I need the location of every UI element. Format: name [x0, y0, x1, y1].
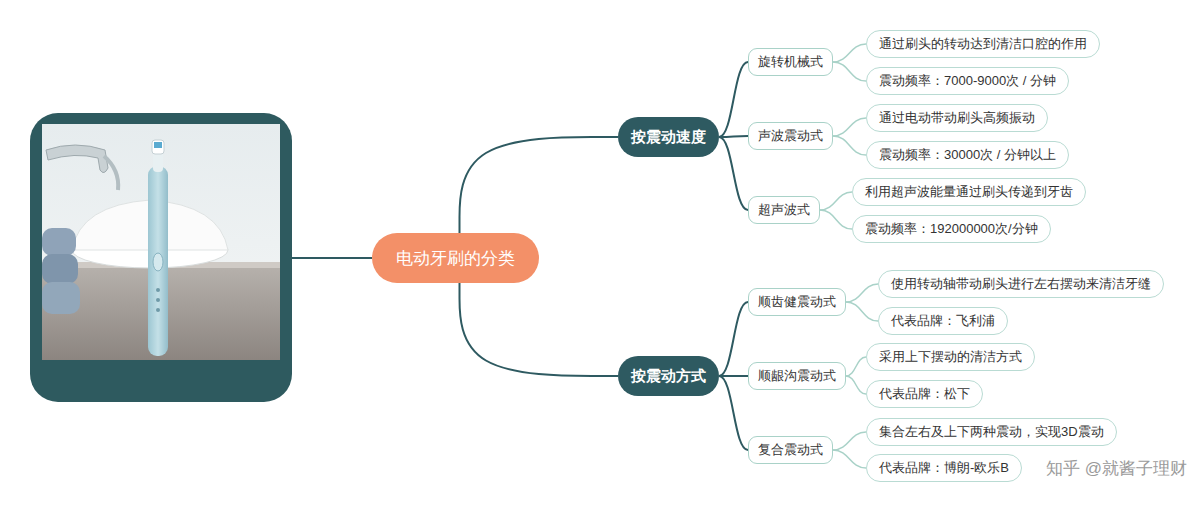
branch-connector	[820, 192, 852, 210]
branch-connector	[846, 357, 866, 376]
branch-connector	[833, 432, 866, 450]
leaf-topic: 震动频率：7000-9000次 / 分钟	[866, 67, 1069, 95]
leaf-topic: 代表品牌：松下	[866, 380, 983, 408]
topic-text: 电动牙刷的分类	[396, 247, 515, 270]
branch-connector	[833, 62, 866, 81]
watermark: 知乎 @就酱子理财	[1046, 457, 1187, 480]
topic-text: 按震动速度	[631, 128, 706, 147]
topic-text: 旋转机械式	[758, 53, 823, 71]
sub-topic: 超声波式	[748, 196, 820, 224]
topic-text: 采用上下摆动的清洁方式	[879, 348, 1022, 366]
leaf-topic: 集合左右及上下两种震动，实现3D震动	[866, 418, 1117, 446]
topic-text: 震动频率：30000次 / 分钟以上	[879, 146, 1056, 164]
topic-text: 复合震动式	[758, 441, 823, 459]
leaf-topic: 代表品牌：博朗-欧乐B	[866, 454, 1022, 482]
leaf-topic: 通过刷头的转动达到清洁口腔的作用	[866, 30, 1100, 58]
branch-connector	[846, 376, 866, 394]
leaf-topic: 使用转动轴带动刷头进行左右摆动来清洁牙缝	[878, 270, 1164, 298]
topic-text: 声波震动式	[758, 127, 823, 145]
leaf-topic: 震动频率：192000000次/分钟	[852, 215, 1051, 243]
sub-topic: 旋转机械式	[748, 48, 833, 76]
topic-text: 代表品牌：飞利浦	[891, 312, 995, 330]
branch-connector	[719, 136, 748, 137]
leaf-topic: 代表品牌：飞利浦	[878, 307, 1008, 335]
topic-text: 代表品牌：博朗-欧乐B	[879, 459, 1009, 477]
leaf-topic: 采用上下摆动的清洁方式	[866, 343, 1035, 371]
branch-topic: 按震动速度	[618, 117, 719, 157]
topic-text: 超声波式	[758, 201, 810, 219]
leaf-topic: 震动频率：30000次 / 分钟以上	[866, 141, 1069, 169]
connector-line	[292, 257, 372, 259]
branch-connector	[820, 210, 852, 229]
topic-text: 使用转动轴带动刷头进行左右摆动来清洁牙缝	[891, 275, 1151, 293]
branch-connector	[833, 136, 866, 155]
branch-connector	[719, 62, 748, 137]
branch-connector	[719, 302, 748, 376]
topic-text: 按震动方式	[631, 367, 706, 386]
topic-text: 震动频率：7000-9000次 / 分钟	[879, 72, 1056, 90]
photo	[42, 124, 280, 360]
topic-text: 顺龈沟震动式	[758, 367, 836, 385]
sub-topic: 顺齿健震动式	[748, 288, 846, 316]
topic-text: 通过电动带动刷头高频振动	[879, 109, 1035, 127]
branch-connector	[719, 137, 748, 210]
leaf-topic: 通过电动带动刷头高频振动	[866, 104, 1048, 132]
branch-connector	[833, 450, 866, 468]
branch-connector	[846, 284, 878, 302]
root-topic: 电动牙刷的分类	[372, 233, 539, 283]
topic-text: 利用超声波能量通过刷头传递到牙齿	[865, 183, 1073, 201]
branch-connector	[719, 376, 748, 450]
branch-connector	[460, 283, 619, 376]
sub-topic: 顺龈沟震动式	[748, 362, 846, 390]
topic-text: 通过刷头的转动达到清洁口腔的作用	[879, 35, 1087, 53]
topic-text: 代表品牌：松下	[879, 385, 970, 403]
topic-text: 顺齿健震动式	[758, 293, 836, 311]
branch-topic: 按震动方式	[618, 356, 719, 396]
leaf-topic: 利用超声波能量通过刷头传递到牙齿	[852, 178, 1086, 206]
branch-connector	[833, 44, 866, 62]
photo-frame	[30, 113, 292, 402]
sub-topic: 声波震动式	[748, 122, 833, 150]
topic-text: 震动频率：192000000次/分钟	[865, 220, 1038, 238]
topic-text: 集合左右及上下两种震动，实现3D震动	[879, 423, 1104, 441]
branch-connector	[719, 375, 748, 377]
branch-connector	[460, 137, 619, 233]
sub-topic: 复合震动式	[748, 436, 833, 464]
branch-connector	[833, 118, 866, 136]
branch-connector	[846, 302, 878, 321]
